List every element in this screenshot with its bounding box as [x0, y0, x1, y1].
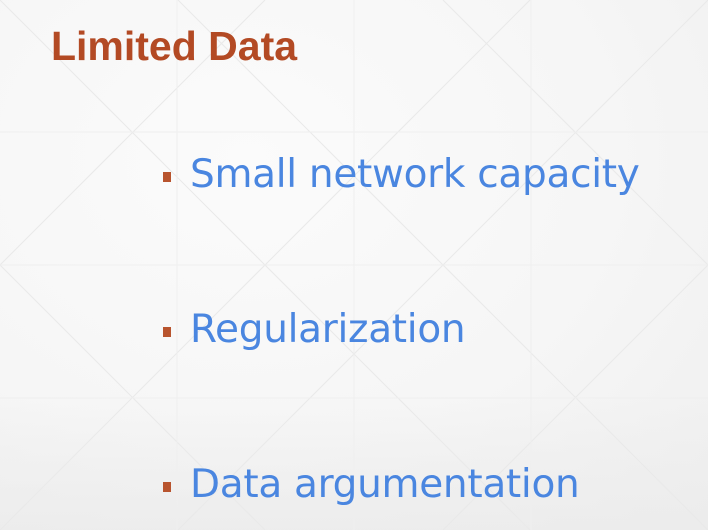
slide-title: Limited Data	[51, 23, 298, 69]
square-bullet-icon	[163, 327, 171, 337]
bullet-text: Data argumentation	[190, 462, 580, 507]
bullet-item-small-network-capacity: Small network capacity	[163, 147, 640, 203]
bullet-text: Regularization	[190, 307, 466, 352]
bullet-item-regularization: Regularization	[163, 302, 466, 358]
bullet-text: Small network capacity	[190, 152, 640, 197]
square-bullet-icon	[163, 482, 171, 492]
square-bullet-icon	[163, 172, 171, 182]
bullet-item-data-argumentation: Data argumentation	[163, 457, 580, 513]
